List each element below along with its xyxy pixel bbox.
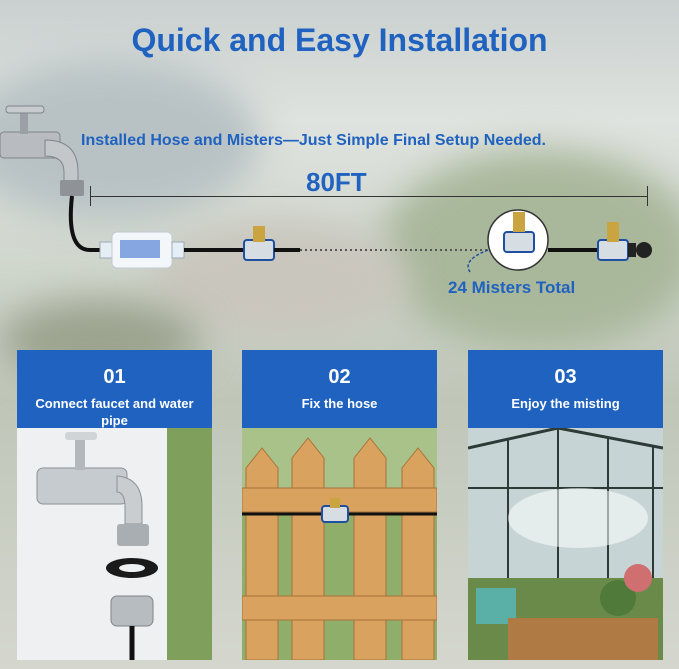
hose-diagram	[0, 105, 652, 273]
setup-subtitle: Installed Hose and Misters—Just Simple F…	[81, 132, 546, 149]
step-card-1: 01 Connect faucet and water pipe	[17, 350, 212, 660]
dimension-line	[90, 196, 648, 197]
hose-on-fence-photo	[242, 428, 437, 660]
curved-arrow-icon	[467, 249, 489, 273]
step-card-header: 02 Fix the hose	[242, 350, 437, 428]
step-card-header: 03 Enjoy the misting	[468, 350, 663, 428]
dimension-tick-right	[647, 186, 648, 206]
step-card-3: 03 Enjoy the misting	[468, 350, 663, 660]
tee-connector-icon	[243, 226, 275, 261]
step-text: Fix the hose	[301, 396, 378, 411]
step-number: 01	[103, 366, 126, 388]
faucet-icon	[0, 105, 84, 196]
inline-filter-icon	[99, 231, 185, 269]
step-text: Connect faucet and water pipe	[35, 396, 194, 428]
step-card-header: 01 Connect faucet and water pipe	[17, 350, 212, 428]
dimension-tick-left	[90, 186, 91, 206]
end-cap-icon	[628, 242, 652, 258]
step-number: 03	[554, 366, 577, 388]
faucet-connection-photo	[17, 428, 212, 660]
step-number: 02	[328, 366, 351, 388]
step-text: Enjoy the misting	[511, 396, 620, 411]
greenhouse-misting-photo	[468, 428, 663, 660]
hose-length-label: 80FT	[306, 167, 367, 197]
tee-connector-icon	[597, 222, 629, 261]
tee-connector-icon	[503, 212, 535, 253]
step-card-2: 02 Fix the hose	[242, 350, 437, 660]
misters-total-label: 24 Misters Total	[448, 278, 576, 297]
page-title: Quick and Easy Installation	[131, 22, 548, 58]
